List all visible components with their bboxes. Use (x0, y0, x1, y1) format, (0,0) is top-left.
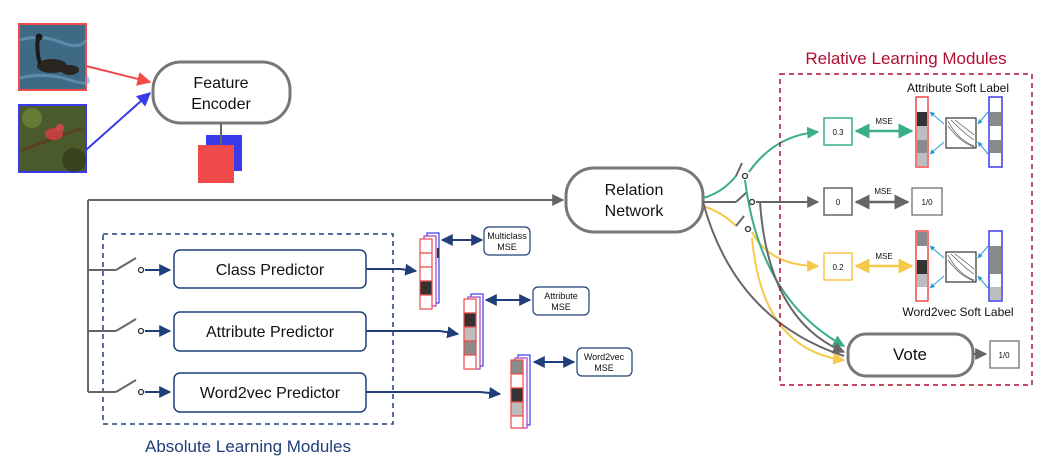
word2vec-mse-line1: Word2vec (584, 352, 625, 362)
relative-modules-frame (779, 73, 1033, 386)
attribute-branch (88, 318, 172, 337)
word2vec-score-arrow (751, 231, 820, 272)
word2vec-mse-box: Word2vec MSE (576, 347, 633, 377)
multiclass-mse-line2: MSE (497, 242, 517, 252)
word2vec-target-vector (915, 230, 929, 302)
class-vector-stack (419, 232, 440, 310)
relation-network-line2: Network (605, 203, 665, 220)
feature-to-vote-arrow (702, 201, 845, 357)
relative-switch-attribute (735, 162, 749, 180)
attribute-target-vector (915, 96, 929, 168)
multiclass-mse-box: Multiclass MSE (483, 226, 531, 256)
binary-target-value: 1/0 (921, 198, 933, 207)
attribute-source-vector (988, 96, 1003, 168)
word2vec-predictor: Word2vec Predictor (173, 372, 367, 413)
word2vec-predictor-label: Word2vec Predictor (200, 385, 341, 402)
goose-to-encoder-arrow (85, 65, 152, 86)
class-to-vector-arrow (366, 263, 418, 276)
attribute-predictor: Attribute Predictor (173, 311, 367, 352)
relation-network-line1: Relation (605, 182, 664, 199)
attribute-mse-box: Attribute MSE (532, 286, 590, 316)
binary-score-value: 0 (836, 198, 841, 207)
word2vec-mse-line2: MSE (594, 363, 614, 373)
attribute-relative-mse-label: MSE (875, 117, 892, 126)
attribute-score-arrow (748, 126, 820, 173)
word2vec-relative-mse-label: MSE (875, 252, 892, 261)
bird-to-encoder-arrow (85, 92, 152, 151)
binary-target-box: 1/0 (911, 187, 943, 216)
binary-mse-label: MSE (874, 187, 891, 196)
vote-output-box: 1/0 (989, 340, 1020, 369)
vote-label: Vote (893, 345, 927, 364)
class-predictor: Class Predictor (173, 249, 367, 289)
goose-feature-square (198, 145, 234, 183)
vote-box: Vote (846, 332, 975, 378)
word2vec-vector-stack (510, 354, 531, 429)
bird-image (18, 104, 87, 173)
class-predictor-label: Class Predictor (216, 262, 325, 279)
feature-encoder-line1: Feature (193, 75, 248, 92)
relation-network: Relation Network (564, 166, 705, 234)
word2vec-score-value: 0.2 (832, 263, 844, 272)
relation-to-attribute-branch (702, 175, 737, 199)
binary-score-box: 0 (823, 187, 853, 216)
word2vec-score-box: 0.2 (823, 252, 853, 281)
attribute-predictor-label: Attribute Predictor (206, 324, 335, 341)
relative-switch-word2vec (735, 215, 752, 233)
absolute-modules-caption: Absolute Learning Modules (145, 437, 351, 456)
word2vec-source-vector (988, 230, 1003, 302)
feature-encoder-line2: Encoder (191, 96, 251, 113)
multiclass-mse-line1: Multiclass (487, 231, 527, 241)
relative-modules-caption: Relative Learning Modules (805, 49, 1006, 68)
vote-output-value: 1/0 (998, 351, 1010, 360)
binary-to-vote-arrow (759, 201, 846, 354)
attribute-score-box: 0.3 (823, 117, 853, 146)
attribute-similarity-matrix (945, 117, 977, 149)
word2vec-similarity-matrix (945, 251, 977, 283)
attribute-soft-label: Attribute Soft Label (907, 81, 1009, 95)
attribute-mse-line1: Attribute (544, 291, 578, 301)
relative-switch-binary (735, 191, 756, 206)
attribute-vector-stack (463, 293, 484, 370)
attribute-soft-arrows (929, 111, 989, 155)
word2vec-soft-arrows (929, 245, 989, 289)
attribute-score-value: 0.3 (832, 128, 844, 137)
relation-to-word2vec-branch (702, 205, 737, 227)
feature-encoder: Feature Encoder (151, 60, 292, 125)
goose-image (18, 23, 90, 91)
word2vec-soft-label: Word2vec Soft Label (902, 305, 1013, 319)
attribute-to-vector-arrow (366, 326, 460, 339)
word2vec-to-vector-arrow (366, 386, 502, 399)
attribute-mse-line2: MSE (551, 302, 571, 312)
class-branch (88, 257, 172, 276)
word2vec-branch (88, 379, 172, 398)
absolute-modules-frame (102, 233, 394, 425)
